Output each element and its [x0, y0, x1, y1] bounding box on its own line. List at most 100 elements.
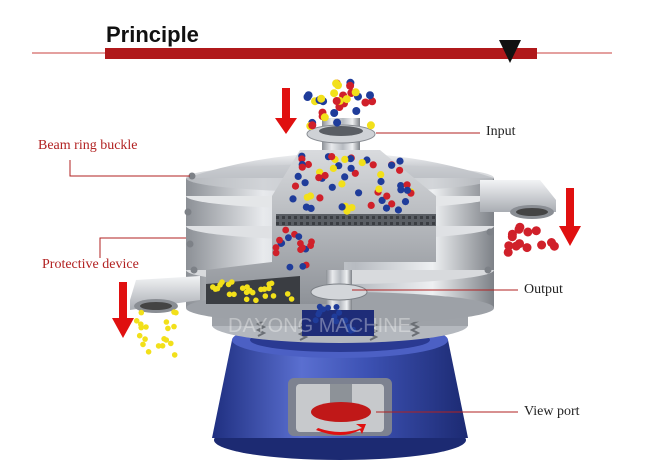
particle	[342, 95, 351, 104]
particle	[239, 285, 246, 292]
particle	[397, 186, 405, 194]
particle	[299, 244, 306, 252]
callout-output: Output	[524, 282, 563, 297]
particle	[346, 81, 355, 90]
particle	[171, 309, 177, 315]
particle	[334, 81, 342, 90]
particle	[396, 166, 404, 174]
material-particles	[133, 78, 559, 358]
particle	[294, 172, 302, 180]
particle	[229, 279, 235, 285]
callout-protective-device: Protective device	[42, 257, 139, 272]
left-outlet-spout	[130, 276, 200, 313]
particle	[231, 291, 237, 298]
particle	[159, 343, 166, 349]
particle	[377, 171, 385, 179]
particle	[284, 291, 291, 297]
particle	[523, 227, 533, 237]
particle	[321, 171, 329, 180]
particle	[163, 319, 170, 325]
particle	[138, 324, 144, 331]
particle	[301, 179, 309, 187]
particle	[382, 204, 391, 212]
particle	[262, 293, 269, 299]
particle	[403, 181, 411, 189]
particle	[342, 317, 349, 324]
particle	[316, 309, 323, 316]
particle	[377, 177, 385, 186]
particle	[335, 162, 343, 170]
particle	[316, 303, 323, 310]
particle	[396, 157, 404, 165]
particle	[312, 317, 319, 324]
particle	[351, 169, 359, 177]
particle	[401, 198, 410, 206]
particle	[140, 341, 146, 348]
particle	[366, 91, 374, 100]
callout-beam-ring-buckle: Beam ring buckle	[38, 138, 138, 153]
particle	[303, 193, 311, 201]
particle	[303, 93, 312, 101]
particle	[299, 263, 307, 270]
particle	[537, 240, 547, 250]
particle	[351, 88, 360, 97]
particle	[331, 313, 338, 320]
particle	[307, 204, 315, 212]
particle	[507, 232, 517, 242]
header-accent-bar	[105, 48, 537, 59]
leader-lines	[69, 132, 518, 413]
particle	[531, 226, 541, 236]
particle	[304, 160, 312, 169]
particle	[289, 195, 297, 203]
particle	[295, 233, 303, 241]
particle	[333, 118, 342, 127]
particle	[145, 349, 152, 355]
particle	[329, 164, 337, 172]
particle	[355, 189, 363, 197]
particle	[316, 194, 324, 202]
particle	[165, 325, 171, 332]
particle	[341, 155, 349, 163]
particle	[142, 336, 148, 342]
particle	[298, 155, 306, 163]
callout-view-port: View port	[524, 404, 580, 419]
particle	[547, 238, 556, 247]
particle	[136, 332, 143, 339]
particle	[336, 309, 343, 316]
particle	[266, 285, 272, 292]
particle	[388, 200, 396, 208]
particle	[367, 201, 375, 209]
particle	[347, 155, 355, 163]
particle	[515, 239, 524, 249]
particle	[338, 203, 346, 211]
particle	[272, 249, 280, 257]
inlet-tube	[306, 118, 376, 154]
screen-mesh	[276, 214, 436, 226]
particle	[504, 241, 514, 251]
down-arrow-icon	[112, 282, 134, 338]
particle	[315, 174, 323, 182]
particle	[330, 89, 339, 98]
particle	[350, 326, 356, 333]
particle	[291, 182, 300, 190]
particle	[328, 183, 336, 191]
particle	[171, 323, 177, 330]
particle	[226, 291, 233, 298]
particle	[332, 97, 341, 105]
particle	[298, 163, 306, 171]
particle	[143, 324, 149, 330]
particle	[317, 94, 326, 103]
particle	[522, 243, 532, 253]
particle	[133, 318, 140, 324]
particle	[214, 285, 221, 292]
particle	[308, 238, 315, 246]
particle	[243, 296, 250, 303]
particle	[341, 173, 349, 181]
particle	[368, 97, 377, 106]
particle	[394, 206, 402, 214]
particle	[352, 107, 361, 115]
particle	[308, 121, 317, 130]
particle	[383, 192, 391, 200]
watermark: DAYONG MACHINE	[228, 315, 411, 337]
